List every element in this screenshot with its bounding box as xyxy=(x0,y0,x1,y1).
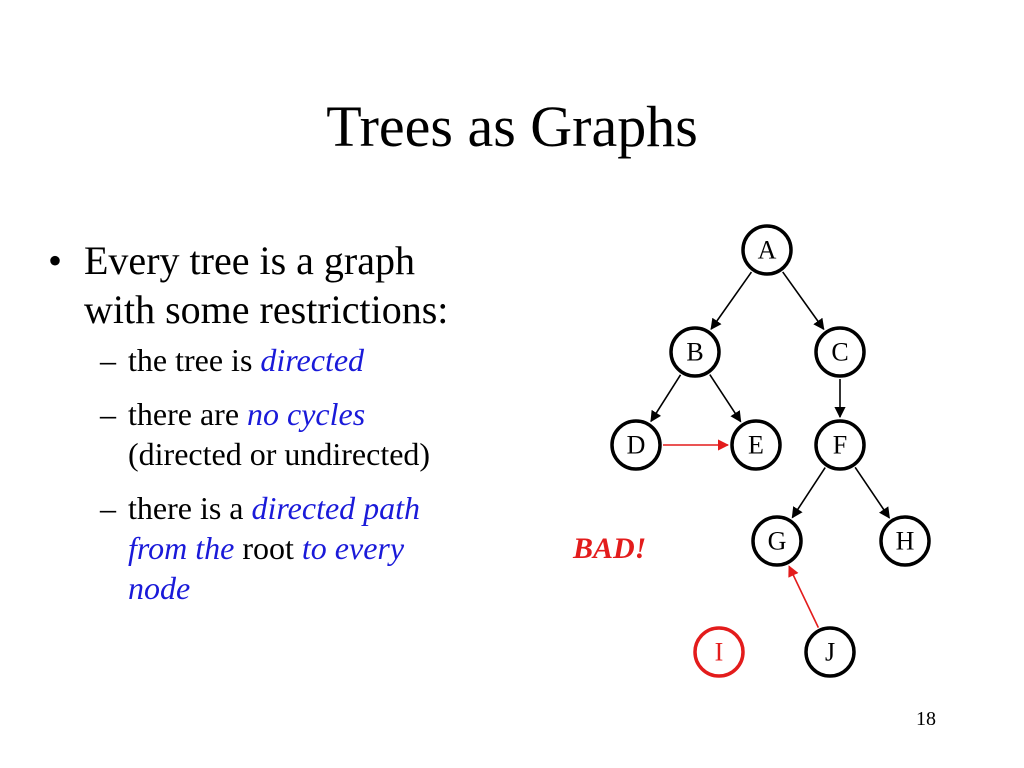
node-i: I xyxy=(693,626,745,678)
page-number: 18 xyxy=(916,708,936,730)
node-label: H xyxy=(896,527,915,556)
dash-icon: – xyxy=(100,342,116,378)
edges-layer xyxy=(650,271,890,628)
main-bullet-line1: Every tree is a graph xyxy=(84,238,415,283)
emphasis-directed: directed xyxy=(260,342,365,378)
node-circle xyxy=(804,626,856,678)
edge-f-h xyxy=(854,466,890,519)
sub-bullet-text: the tree is xyxy=(128,342,261,378)
node-a: A xyxy=(741,224,793,276)
nodes-layer: A B C D E F G H I J xyxy=(610,224,931,678)
main-bullet-line2: with some restrictions: xyxy=(84,287,449,332)
node-g: G xyxy=(751,515,803,567)
sub-bullet-text: there are xyxy=(128,396,248,432)
edge-j-g xyxy=(788,565,820,628)
edge-b-e xyxy=(709,374,742,423)
edge-b-d xyxy=(650,374,682,423)
node-h: H xyxy=(879,515,931,567)
bullet-dot-icon: • xyxy=(48,238,63,283)
node-circle xyxy=(741,224,793,276)
node-label: F xyxy=(833,431,847,460)
sub-bullet-root: root xyxy=(234,530,302,566)
sub-bullet-text: there is a xyxy=(128,490,252,526)
node-label: C xyxy=(831,338,848,367)
node-circle xyxy=(730,419,782,471)
slide-title: Trees as Graphs xyxy=(326,94,698,159)
node-e: E xyxy=(730,419,782,471)
edge-a-b xyxy=(710,271,753,331)
emphasis-to-every: to every xyxy=(301,530,405,566)
emphasis-from-the: from the xyxy=(128,530,235,566)
edge-f-g xyxy=(791,467,826,519)
node-f: F xyxy=(814,419,866,471)
node-label: G xyxy=(768,527,787,556)
node-label: I xyxy=(715,638,724,667)
sub-bullet-list: –the tree is directed –there are no cycl… xyxy=(48,340,528,608)
node-d: D xyxy=(610,419,662,471)
node-circle xyxy=(814,326,866,378)
sub-bullet-directed: –the tree is directed xyxy=(48,340,528,380)
emphasis-directed-path: directed path xyxy=(251,490,421,526)
node-b: B xyxy=(669,326,721,378)
edge-a-c xyxy=(782,271,825,331)
node-c: C xyxy=(814,326,866,378)
sub-bullet-no-cycles: –there are no cycles (directed or undire… xyxy=(48,394,528,474)
emphasis-node: node xyxy=(128,570,191,606)
bad-label: BAD! xyxy=(573,532,647,565)
node-label: D xyxy=(627,431,646,460)
node-label: E xyxy=(748,431,764,460)
emphasis-no-cycles: no cycles xyxy=(247,396,366,432)
node-circle xyxy=(669,326,721,378)
sub-bullet-text-line2: (directed or undirected) xyxy=(128,436,431,472)
node-label: B xyxy=(686,338,703,367)
bullet-list: • Every tree is a graph with some restri… xyxy=(48,236,528,622)
node-circle xyxy=(693,626,745,678)
node-circle xyxy=(879,515,931,567)
node-label: J xyxy=(825,638,835,667)
node-circle xyxy=(814,419,866,471)
sub-bullet-directed-path: –there is a directed path from the root … xyxy=(48,488,528,608)
dash-icon: – xyxy=(100,490,116,526)
node-circle xyxy=(610,419,662,471)
node-circle xyxy=(751,515,803,567)
dash-icon: – xyxy=(100,396,116,432)
main-bullet: • Every tree is a graph with some restri… xyxy=(48,236,528,334)
node-label: A xyxy=(758,236,777,265)
node-j: J xyxy=(804,626,856,678)
